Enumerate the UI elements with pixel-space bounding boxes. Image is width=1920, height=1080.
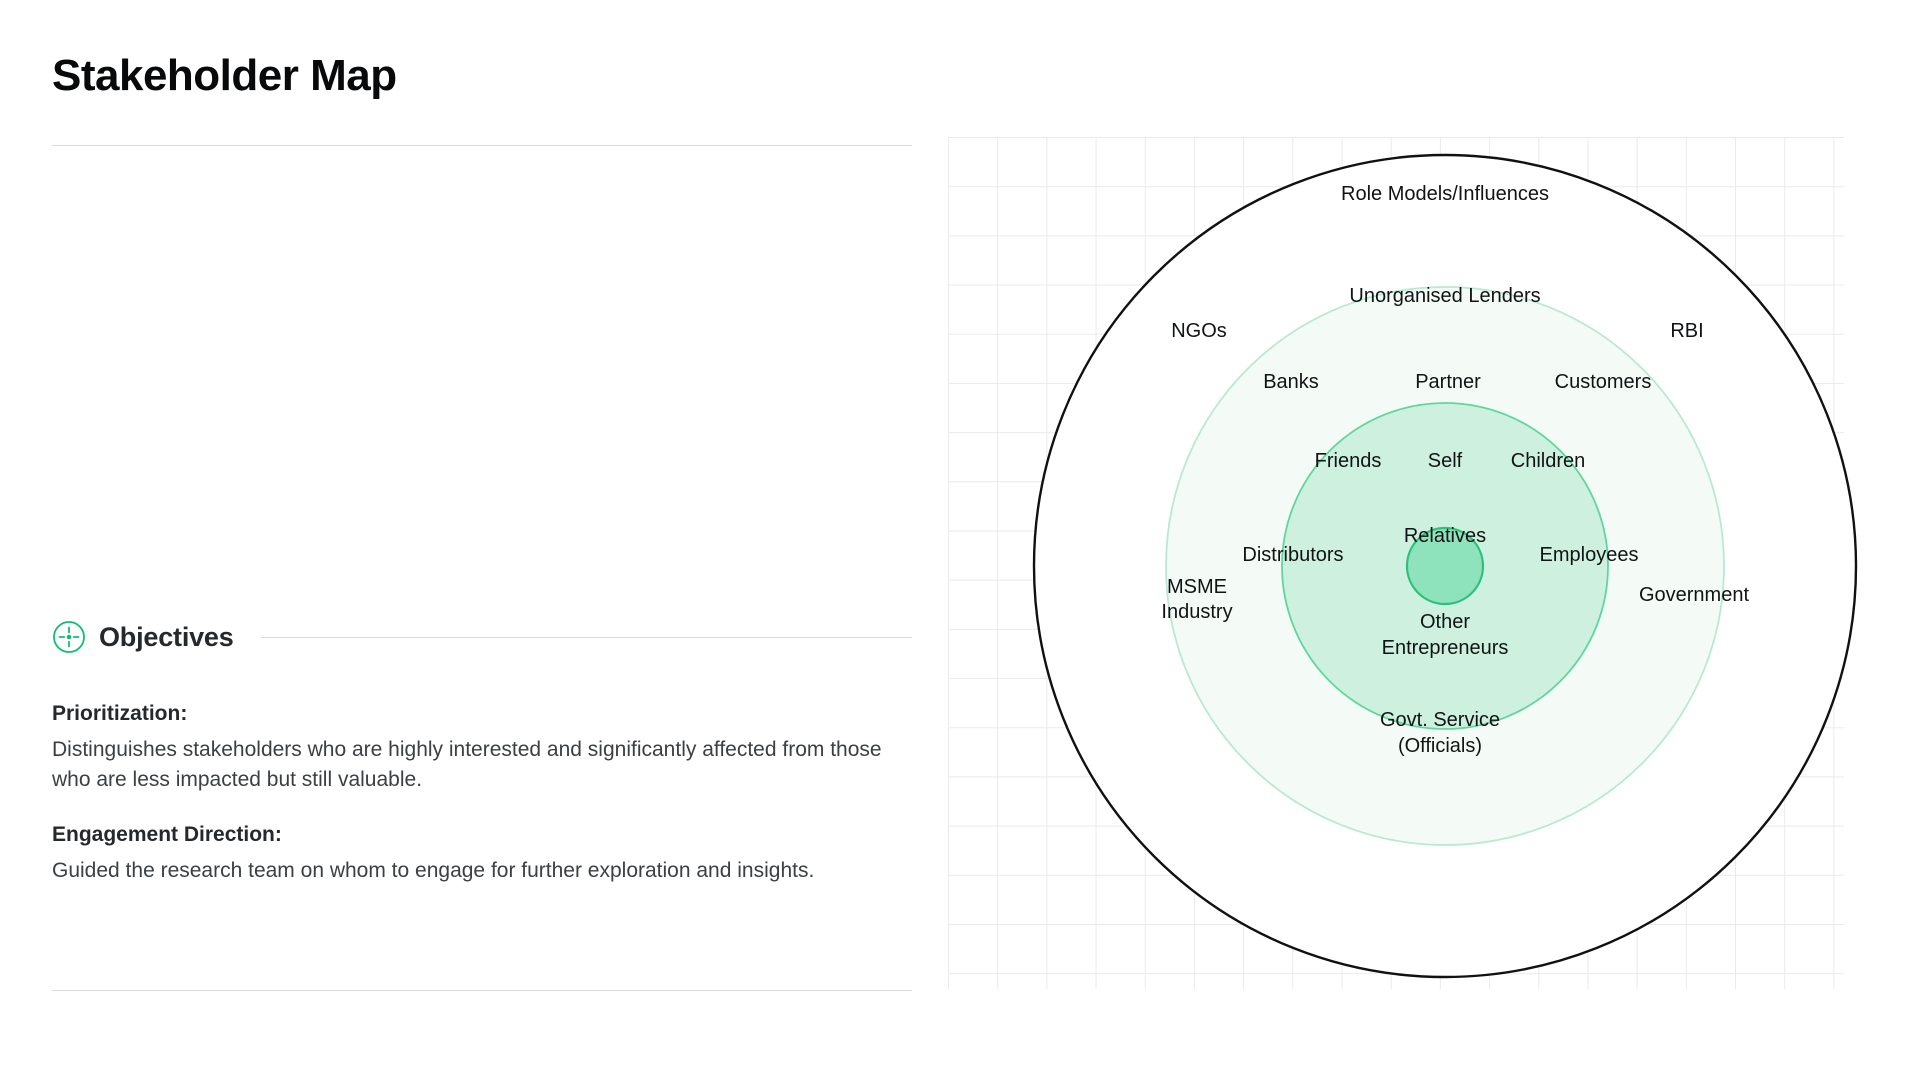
page-title: Stakeholder Map	[52, 51, 397, 100]
stakeholder-label-unorganised-lenders: Unorganised Lenders	[1349, 285, 1540, 307]
stakeholder-label-distributors: Distributors	[1242, 544, 1343, 566]
objectives-section-title: Objectives	[99, 621, 234, 652]
stakeholder-label-government: Government	[1639, 584, 1749, 606]
stakeholder-label-banks: Banks	[1263, 371, 1319, 393]
objective-label: Prioritization:	[52, 702, 188, 725]
stakeholder-label-customers: Customers	[1555, 371, 1652, 393]
concentric-circles-svg: Role Models/Influences NGOs RBI MSME Ind…	[1032, 153, 1858, 979]
stakeholder-label-entrepreneurs: Entrepreneurs	[1382, 637, 1509, 659]
crosshair-target-icon	[52, 620, 86, 654]
left-content-column: Stakeholder Map Objectives Prioritizatio…	[52, 0, 912, 1080]
objective-label: Engagement Direction:	[52, 822, 282, 846]
objectives-body: Prioritization: Distinguishes stakeholde…	[52, 700, 892, 912]
stakeholder-label-other: Other	[1420, 611, 1470, 633]
stakeholder-label-self: Self	[1428, 450, 1463, 472]
stakeholder-label-relatives: Relatives	[1404, 525, 1486, 547]
stakeholder-label-ngos: NGOs	[1171, 320, 1227, 342]
stakeholder-label-employees: Employees	[1540, 544, 1639, 566]
stakeholder-label-officials: (Officials)	[1398, 735, 1482, 757]
stakeholder-label-rbi: RBI	[1670, 320, 1703, 342]
stakeholder-label-friends: Friends	[1315, 450, 1382, 472]
objective-description: Distinguishes stakeholders who are highl…	[52, 738, 882, 792]
stakeholder-label-partner: Partner	[1415, 371, 1481, 393]
ring-core	[1405, 526, 1485, 606]
stakeholder-label-govt-service: Govt. Service	[1380, 709, 1500, 731]
stakeholder-label-role-models: Role Models/Influences	[1341, 183, 1549, 205]
objective-item: Prioritization: Distinguishes stakeholde…	[52, 700, 892, 795]
objective-item: Engagement Direction: Guided the researc…	[52, 821, 892, 886]
stakeholder-label-msme: MSME	[1167, 576, 1227, 598]
bottom-divider	[52, 990, 912, 991]
stakeholder-label-children: Children	[1511, 450, 1585, 472]
objectives-header: Objectives	[52, 617, 912, 657]
objective-description: Guided the research team on whom to enga…	[52, 859, 815, 883]
stakeholder-map-diagram: Role Models/Influences NGOs RBI MSME Ind…	[948, 137, 1858, 989]
title-divider	[52, 145, 912, 146]
stakeholder-label-industry: Industry	[1161, 601, 1232, 623]
objectives-divider	[260, 636, 912, 638]
